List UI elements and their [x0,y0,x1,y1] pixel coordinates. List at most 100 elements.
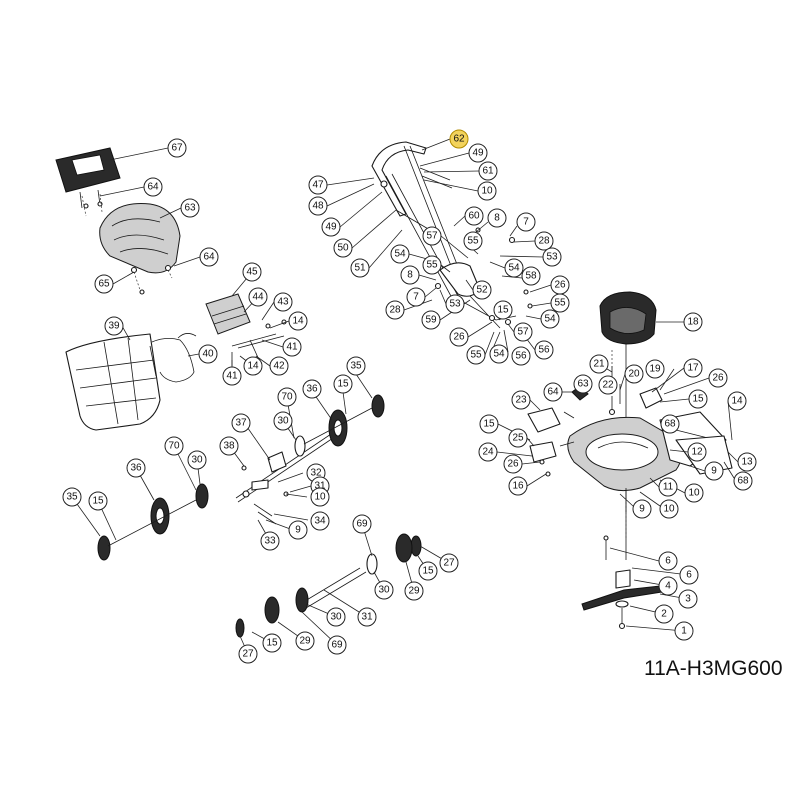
callout[interactable]: 64 [143,177,163,197]
callout[interactable]: 26 [550,275,570,295]
callout[interactable]: 70 [164,436,184,456]
callout[interactable]: 43 [273,292,293,312]
callout[interactable]: 65 [94,274,114,294]
callout[interactable]: 31 [357,607,377,627]
callout[interactable]: 42 [269,356,289,376]
callout[interactable]: 20 [624,364,644,384]
callout[interactable]: 52 [472,280,492,300]
callout[interactable]: 44 [248,287,268,307]
callout[interactable]: 15 [493,300,513,320]
callout[interactable]: 28 [385,300,405,320]
callout[interactable]: 36 [302,379,322,399]
callout[interactable]: 68 [660,414,680,434]
callout[interactable]: 26 [708,368,728,388]
callout[interactable]: 6 [679,565,699,585]
callout[interactable]: 10 [477,181,497,201]
callout[interactable]: 56 [534,340,554,360]
callout[interactable]: 51 [350,258,370,278]
callout[interactable]: 8 [487,208,507,228]
callout[interactable]: 7 [406,287,426,307]
callout[interactable]: 10 [310,487,330,507]
callout[interactable]: 18 [683,312,703,332]
callout[interactable]: 4 [658,576,678,596]
callout[interactable]: 6 [658,551,678,571]
callout[interactable]: 63 [573,374,593,394]
callout[interactable]: 7 [516,212,536,232]
callout[interactable]: 55 [550,293,570,313]
callout-highlighted[interactable]: 62 [449,129,469,149]
callout[interactable]: 30 [273,411,293,431]
callout[interactable]: 22 [598,375,618,395]
callout[interactable]: 13 [737,452,757,472]
callout[interactable]: 15 [418,561,438,581]
callout[interactable]: 15 [262,633,282,653]
callout[interactable]: 54 [489,344,509,364]
callout[interactable]: 9 [288,520,308,540]
callout[interactable]: 26 [503,454,523,474]
callout[interactable]: 19 [645,359,665,379]
callout[interactable]: 60 [464,206,484,226]
callout[interactable]: 14 [288,311,308,331]
callout[interactable]: 15 [479,414,499,434]
callout[interactable]: 58 [521,266,541,286]
callout[interactable]: 67 [167,138,187,158]
callout[interactable]: 28 [534,231,554,251]
callout[interactable]: 35 [62,487,82,507]
callout[interactable]: 63 [180,198,200,218]
callout[interactable]: 15 [88,491,108,511]
callout[interactable]: 1 [674,621,694,641]
callout[interactable]: 29 [404,581,424,601]
callout[interactable]: 33 [260,531,280,551]
callout[interactable]: 57 [513,322,533,342]
callout[interactable]: 54 [390,244,410,264]
callout[interactable]: 8 [400,265,420,285]
callout[interactable]: 14 [727,391,747,411]
callout[interactable]: 45 [242,262,262,282]
callout[interactable]: 56 [511,346,531,366]
callout[interactable]: 49 [321,217,341,237]
callout[interactable]: 29 [295,631,315,651]
callout[interactable]: 53 [445,294,465,314]
callout[interactable]: 53 [542,247,562,267]
callout[interactable]: 27 [238,644,258,664]
callout[interactable]: 41 [222,366,242,386]
callout[interactable]: 39 [104,316,124,336]
callout[interactable]: 25 [508,428,528,448]
callout[interactable]: 11 [658,477,678,497]
callout[interactable]: 64 [199,247,219,267]
callout[interactable]: 35 [346,356,366,376]
callout[interactable]: 34 [310,511,330,531]
callout[interactable]: 61 [478,161,498,181]
callout[interactable]: 49 [468,143,488,163]
callout[interactable]: 48 [308,196,328,216]
callout[interactable]: 16 [508,476,528,496]
callout[interactable]: 55 [466,345,486,365]
callout[interactable]: 14 [243,356,263,376]
callout[interactable]: 40 [198,344,218,364]
callout[interactable]: 30 [187,450,207,470]
callout[interactable]: 55 [422,255,442,275]
callout[interactable]: 30 [374,580,394,600]
callout[interactable]: 24 [478,442,498,462]
callout[interactable]: 41 [282,337,302,357]
callout[interactable]: 68 [733,471,753,491]
callout[interactable]: 55 [463,231,483,251]
callout[interactable]: 17 [683,358,703,378]
callout[interactable]: 26 [449,327,469,347]
callout[interactable]: 15 [688,389,708,409]
callout[interactable]: 69 [327,635,347,655]
callout[interactable]: 38 [219,436,239,456]
callout[interactable]: 10 [684,483,704,503]
callout[interactable]: 70 [277,387,297,407]
callout[interactable]: 64 [543,382,563,402]
callout[interactable]: 50 [333,238,353,258]
callout[interactable]: 3 [678,589,698,609]
callout[interactable]: 27 [439,553,459,573]
callout[interactable]: 21 [589,354,609,374]
callout[interactable]: 2 [654,604,674,624]
callout[interactable]: 9 [704,461,724,481]
callout[interactable]: 57 [422,226,442,246]
callout[interactable]: 59 [421,310,441,330]
callout[interactable]: 9 [632,499,652,519]
callout[interactable]: 15 [333,374,353,394]
